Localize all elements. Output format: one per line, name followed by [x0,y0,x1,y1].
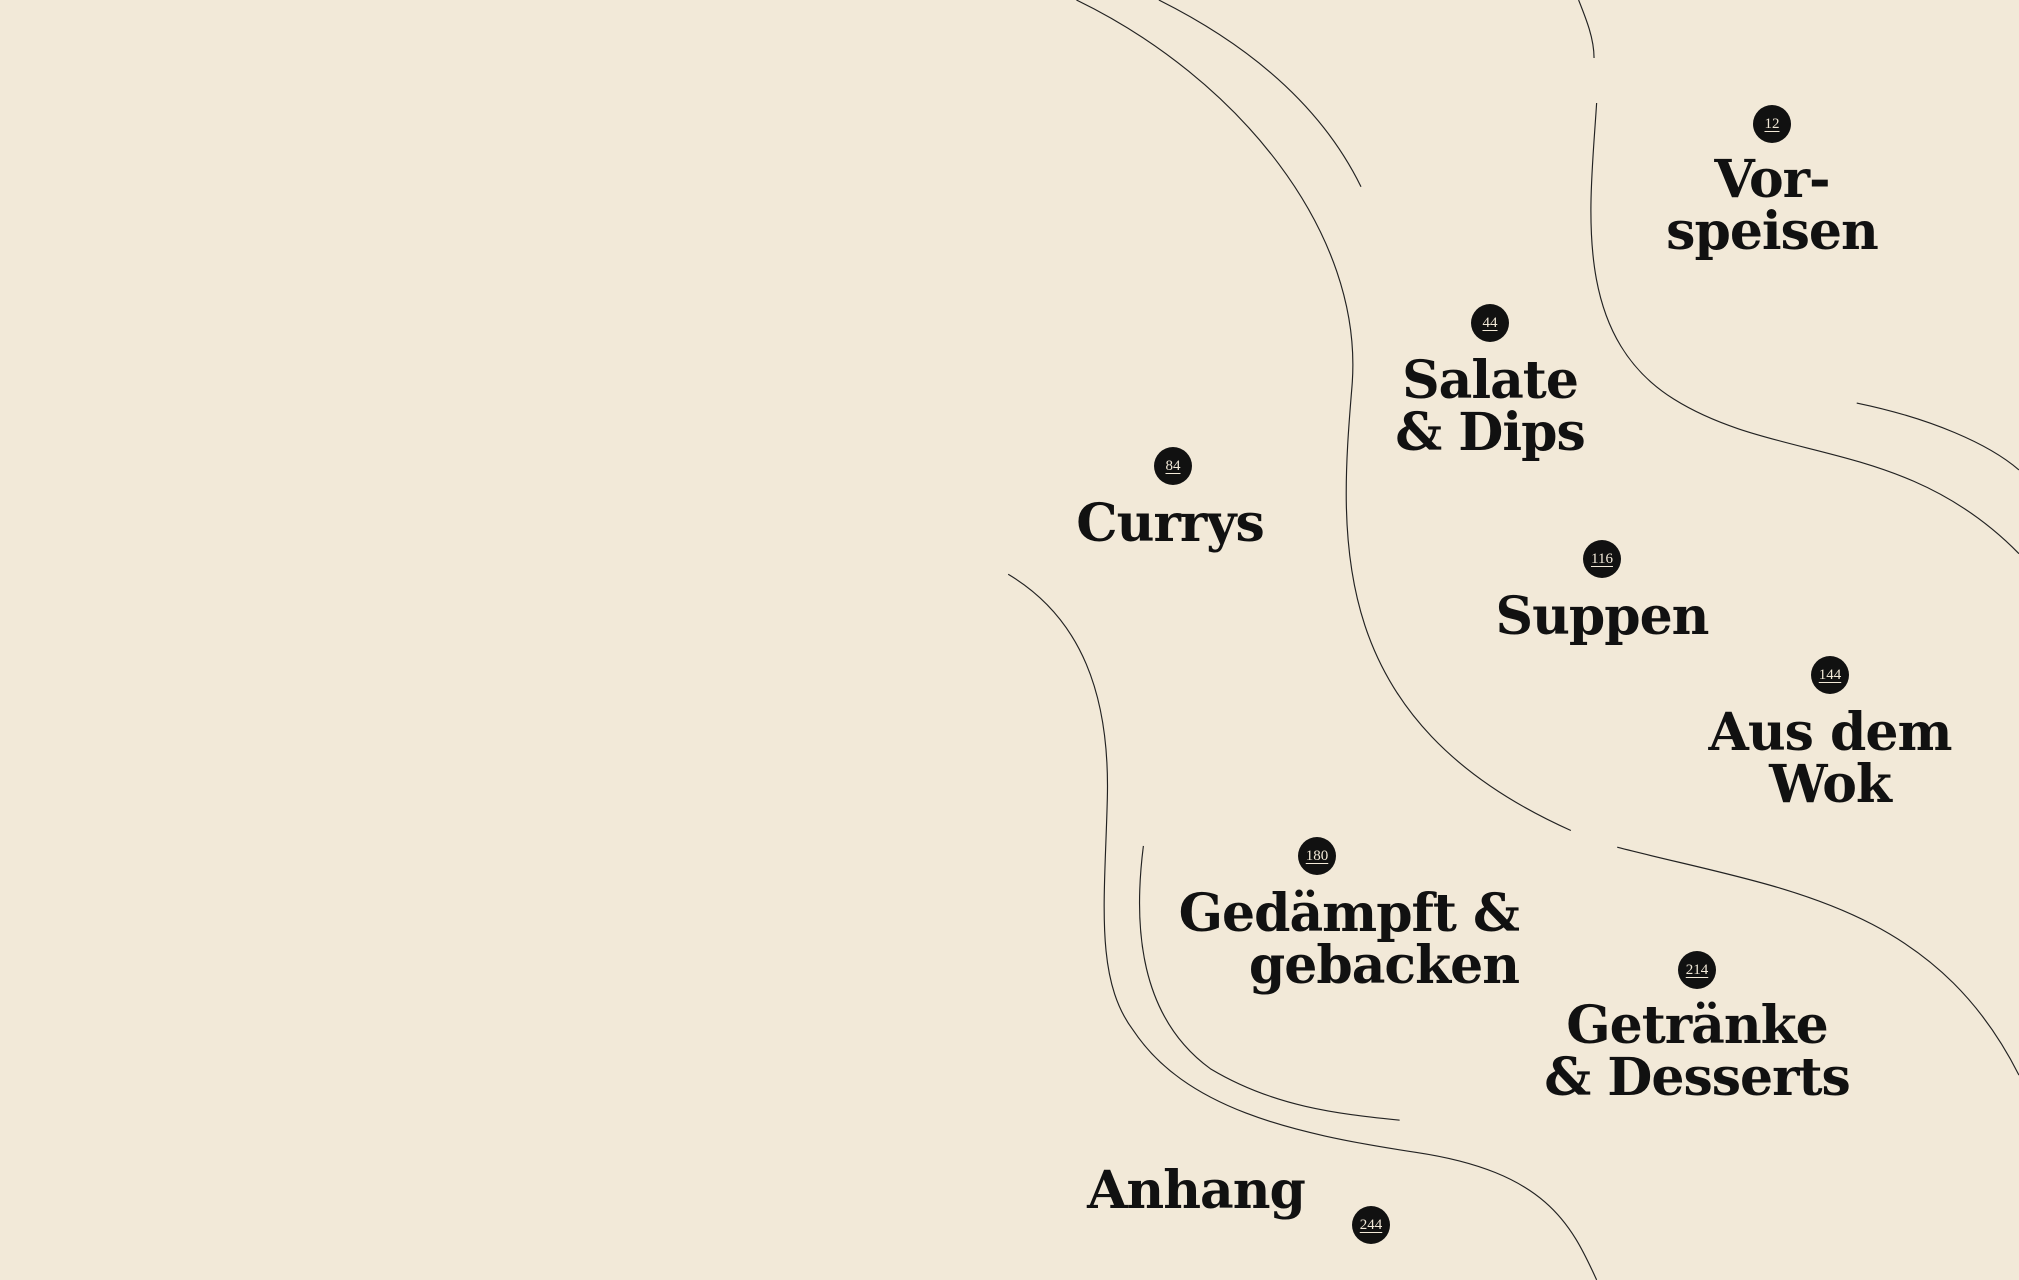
curve [1856,402,2019,471]
page-number: 180 [1305,847,1329,864]
page-badge-anhang: 244 [1352,1206,1390,1244]
chapter-title: Anhang [1087,1160,1306,1221]
page-number: 44 [1482,314,1498,331]
chapter-title: Vor- speisen [1666,149,1879,262]
page-number: 144 [1818,666,1842,683]
chapter-link-suppen[interactable]: Suppen [1496,591,1710,643]
chapter-link-currys[interactable]: Currys [1076,498,1264,550]
chapter-title: Suppen [1495,586,1710,647]
chapter-title: Getränke & Desserts [1544,995,1851,1108]
page-badge-suppen: 116 [1583,540,1621,578]
chapter-link-vorspeisen[interactable]: Vor- speisen [1666,154,1879,258]
curve [1076,0,1572,832]
chapter-title: Aus dem Wok [1708,702,1953,815]
chapter-title: Salate & Dips [1395,350,1586,463]
chapter-title: Gedämpft & gebacken [1178,883,1520,996]
page-badge-vorspeisen: 12 [1753,105,1791,143]
chapter-link-salate[interactable]: Salate & Dips [1395,355,1586,459]
page-badge-gedaempft: 180 [1298,837,1336,875]
curve [1158,0,1362,187]
page-number: 84 [1165,457,1181,474]
page-badge-salate: 44 [1471,304,1509,342]
curve [1578,0,1595,58]
curve [1590,102,2019,555]
page-number: 12 [1764,115,1780,132]
page-badge-currys: 84 [1154,447,1192,485]
chapter-link-wok[interactable]: Aus dem Wok [1709,707,1953,811]
curve [1617,846,2019,1076]
chapter-link-gedaempft[interactable]: Gedämpft & gebacken [1179,888,1520,992]
page-number: 214 [1685,961,1709,978]
curve [1007,573,1598,1280]
chapter-title: Currys [1076,493,1264,554]
chapter-link-anhang[interactable]: Anhang [1087,1165,1306,1217]
page-number: 116 [1591,550,1613,567]
curve [1138,845,1400,1121]
page-badge-getraenke: 214 [1678,951,1716,989]
page-number: 244 [1359,1216,1383,1233]
page-badge-wok: 144 [1811,656,1849,694]
chapter-link-getraenke[interactable]: Getränke & Desserts [1544,1000,1851,1104]
